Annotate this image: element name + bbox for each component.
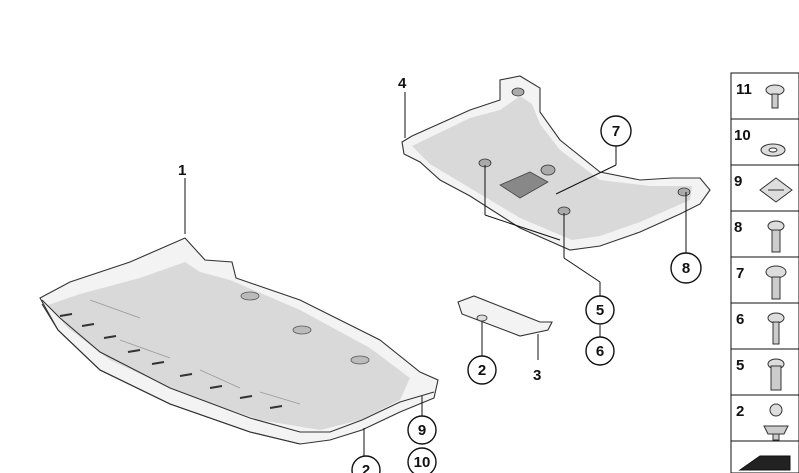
underbody-shield-rear (401, 75, 711, 251)
legend-label-8: 8 (734, 219, 742, 236)
bracket-part (457, 295, 553, 337)
legend-label-11: 11 (736, 81, 752, 98)
underbody-shield-front (39, 237, 439, 445)
svg-text:6: 6 (596, 343, 604, 360)
leader-lines (184, 92, 687, 458)
svg-text:9: 9 (418, 422, 426, 439)
callout-2-bracket: 2 (467, 355, 497, 385)
bolt-8-icon (767, 220, 785, 253)
svg-text:5: 5 (596, 302, 604, 319)
legend-label-2: 2 (736, 403, 744, 420)
callout-7: 7 (600, 115, 632, 147)
fastener-legend: 11 10 9 8 7 6 (730, 72, 799, 473)
callout-5: 5 (585, 295, 615, 325)
clip-2-icon (763, 403, 789, 441)
legend-cell-8 (730, 210, 799, 258)
callout-9: 9 (407, 415, 437, 445)
legend-cell-7 (730, 256, 799, 304)
screw-6-icon (767, 312, 785, 345)
legend-label-6: 6 (736, 311, 744, 328)
clip-9-icon (759, 177, 793, 203)
label-part-3: 3 (533, 367, 541, 384)
bolt-7-icon (765, 265, 787, 300)
legend-cell-5 (730, 348, 799, 396)
legend-label-9: 9 (734, 173, 742, 190)
callout-6: 6 (585, 336, 615, 366)
legend-cell-11 (730, 72, 799, 120)
foam-pad-icon (738, 455, 791, 471)
label-part-1: 1 (178, 162, 186, 179)
legend-cell-2 (730, 394, 799, 442)
svg-text:2: 2 (478, 362, 486, 379)
svg-text:10: 10 (414, 454, 431, 471)
legend-cell-10 (730, 118, 799, 166)
callout-8: 8 (670, 252, 702, 284)
label-part-4: 4 (398, 75, 407, 92)
rivet-11-icon (765, 84, 785, 109)
svg-text:2: 2 (362, 462, 370, 473)
legend-label-5: 5 (736, 357, 744, 374)
legend-label-7: 7 (736, 265, 744, 282)
svg-text:7: 7 (612, 123, 620, 140)
washer-10-icon (760, 143, 786, 157)
callout-2-shield: 2 (351, 455, 381, 473)
sleeve-5-icon (767, 358, 785, 391)
svg-text:8: 8 (682, 260, 690, 277)
callout-10: 10 (407, 447, 437, 473)
legend-label-10: 10 (734, 127, 751, 144)
